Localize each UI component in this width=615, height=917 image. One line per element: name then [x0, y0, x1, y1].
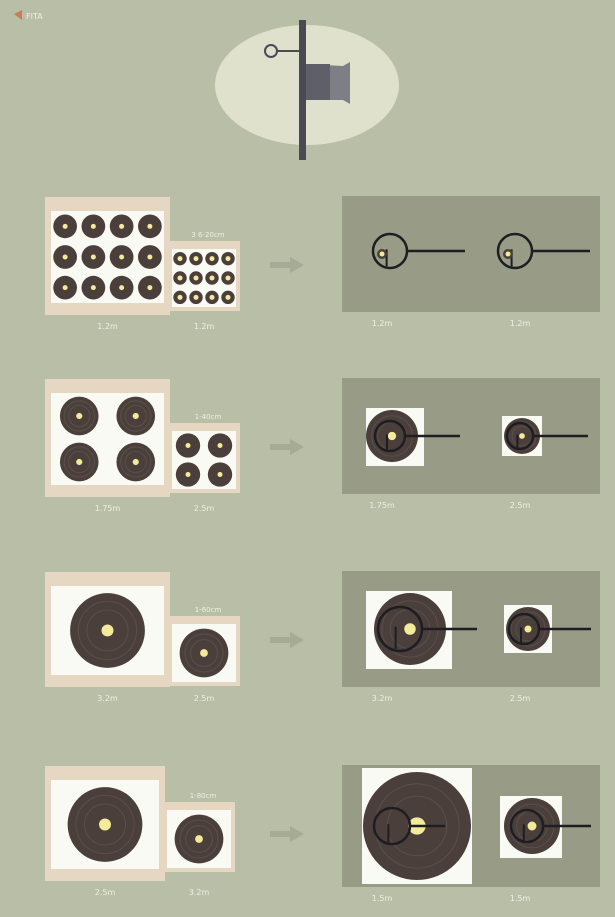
- target-gold-center: [119, 255, 124, 260]
- sight-view-left-caption: 1.75m: [369, 501, 395, 510]
- target-gold-center: [99, 819, 111, 831]
- sight-view-panel: [342, 196, 600, 312]
- arrow-icon: [270, 826, 304, 842]
- target-gold-center: [194, 295, 199, 300]
- small-target-board: [168, 423, 240, 493]
- arrow-head: [290, 439, 304, 455]
- target-gold-center: [210, 295, 215, 300]
- target-gold-center: [194, 256, 199, 261]
- sight-view-panel: [342, 378, 600, 494]
- logo-text: FITA: [26, 12, 43, 21]
- arrow-shaft: [270, 637, 292, 643]
- target-gold-center: [91, 285, 96, 290]
- target-gold-center: [218, 443, 223, 448]
- arrow-head: [290, 632, 304, 648]
- row-4: 1-80cm 2.5m 3.2m 1.5m 1.5m: [45, 765, 600, 903]
- target-gold-center: [133, 413, 139, 419]
- board-spec-caption: 1-80cm: [190, 792, 217, 800]
- target-gold-center: [506, 252, 511, 257]
- target-gold-center: [76, 459, 82, 465]
- row-3: 1-60cm 3.2m 2.5m 3.2m 2.5m: [45, 571, 600, 703]
- target-gold-center: [388, 432, 396, 440]
- target-gold-center: [91, 255, 96, 260]
- target-gold-center: [63, 224, 68, 229]
- target-gold-center: [404, 623, 416, 635]
- target-gold-center: [147, 255, 152, 260]
- large-target-board: [45, 197, 170, 315]
- board-spec-caption: 3 6-20cm: [191, 231, 224, 239]
- target-gold-center: [76, 413, 82, 419]
- small-target-board: [168, 616, 240, 686]
- target-gold-center: [147, 224, 152, 229]
- large-target-board: [45, 379, 170, 497]
- target-gold-center: [119, 285, 124, 290]
- target-gold-center: [133, 459, 139, 465]
- arrow-icon: [270, 257, 304, 273]
- sight-bar: [299, 20, 306, 160]
- board-left-caption: 3.2m: [97, 694, 118, 703]
- large-target-board: [45, 766, 165, 881]
- sight-view-panel: [342, 571, 600, 687]
- target-gold-center: [186, 472, 191, 477]
- target-gold-center: [147, 285, 152, 290]
- target-gold-center: [210, 256, 215, 261]
- logo-mark-icon: [14, 10, 22, 20]
- sight-view-left-caption: 1.2m: [372, 319, 393, 328]
- fita-logo: FITA: [14, 10, 43, 21]
- target-gold-center: [178, 295, 183, 300]
- target-gold-center: [63, 285, 68, 290]
- board-left-caption: 1.2m: [97, 322, 118, 331]
- target-gold-center: [178, 256, 183, 261]
- target-gold-center: [210, 276, 215, 281]
- target-gold-center: [186, 443, 191, 448]
- board-left-caption: 2.5m: [95, 888, 116, 897]
- bow-sight-illustration: [215, 20, 399, 160]
- sight-view-right-caption: 2.5m: [510, 501, 531, 510]
- small-target-board: [163, 802, 235, 872]
- arrow-head: [290, 257, 304, 273]
- arrow-icon: [270, 439, 304, 455]
- row-1: 3 6-20cm 1.2m 1.2m 1.2m 1.2m: [45, 196, 600, 331]
- board-right-caption: 2.5m: [194, 504, 215, 513]
- sight-view-left-caption: 1.5m: [372, 894, 393, 903]
- board-spec-caption: 1-60cm: [195, 606, 222, 614]
- arrow-shaft: [270, 262, 292, 268]
- board-spec-caption: 1-40cm: [195, 413, 222, 421]
- target-gold-center: [63, 255, 68, 260]
- target-gold-center: [380, 252, 385, 257]
- target-gold-center: [528, 822, 537, 831]
- target-gold-center: [195, 835, 203, 843]
- target-gold-center: [119, 224, 124, 229]
- arrow-shaft: [270, 444, 292, 450]
- small-target-board: [168, 241, 240, 311]
- arrow-head: [290, 826, 304, 842]
- target-gold-center: [519, 433, 525, 439]
- target-gold-center: [226, 295, 231, 300]
- target-gold-center: [200, 649, 208, 657]
- arrow-shaft: [270, 831, 292, 837]
- target-gold-center: [218, 472, 223, 477]
- sight-view-right-caption: 1.5m: [510, 894, 531, 903]
- sight-view-right-caption: 2.5m: [510, 694, 531, 703]
- sight-view-right-caption: 1.2m: [510, 319, 531, 328]
- target-gold-center: [91, 224, 96, 229]
- board-right-caption: 2.5m: [194, 694, 215, 703]
- target-gold-center: [226, 276, 231, 281]
- board-right-caption: 1.2m: [194, 322, 215, 331]
- row-2: 1-40cm 1.75m 2.5m 1.75m 2.5m: [45, 378, 600, 513]
- large-target-board: [45, 572, 170, 687]
- board-right-caption: 3.2m: [189, 888, 210, 897]
- target-gold-center: [194, 276, 199, 281]
- sight-view-panel: [342, 765, 600, 887]
- target-gold-center: [178, 276, 183, 281]
- target-gold-center: [524, 625, 531, 632]
- sight-view-left-caption: 3.2m: [372, 694, 393, 703]
- board-left-caption: 1.75m: [95, 504, 121, 513]
- target-gold-center: [102, 625, 114, 637]
- arrow-icon: [270, 632, 304, 648]
- target-gold-center: [226, 256, 231, 261]
